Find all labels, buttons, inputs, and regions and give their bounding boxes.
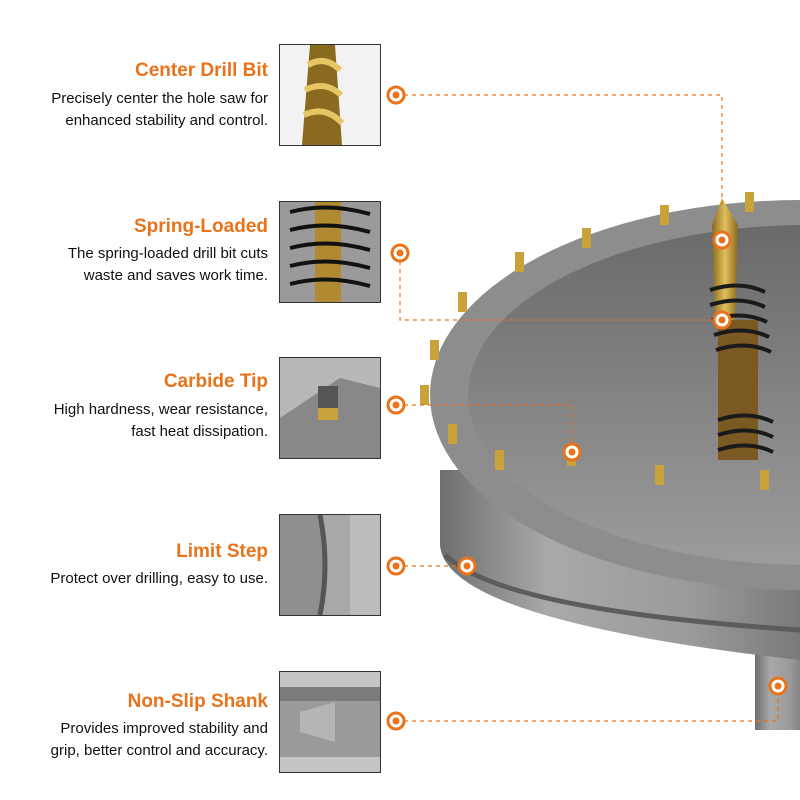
feature-desc-line: The spring-loaded drill bit cuts: [67, 245, 268, 262]
drill-shaft: [718, 320, 758, 460]
feature-title: Limit Step: [176, 541, 268, 562]
feature-desc-line: fast heat dissipation.: [131, 423, 268, 440]
feature-description: Precisely center the hole saw for enhanc…: [51, 88, 268, 132]
feature-desc-line: High hardness, wear resistance,: [53, 401, 268, 418]
feature-description: High hardness, wear resistance, fast hea…: [54, 399, 268, 443]
spring-icon: [279, 201, 381, 303]
feature-desc-line: enhanced stability and control.: [65, 112, 268, 129]
feature-title: Spring-Loaded: [133, 216, 268, 237]
feature-title: Non-Slip Shank: [127, 691, 268, 712]
drill-bit-icon: [279, 44, 381, 146]
feature-title: Center Drill Bit: [134, 60, 268, 81]
feature-desc-line: Protect over drilling, easy to use.: [50, 570, 268, 587]
feature-description: Provides improved stability and grip, be…: [51, 718, 268, 762]
limit-step-icon: [279, 514, 381, 616]
feature-title: Carbide Tip: [163, 371, 268, 392]
feature-description: The spring-loaded drill bit cuts waste a…: [68, 243, 268, 287]
shank-icon: [279, 671, 381, 773]
feature-desc-line: Precisely center the hole saw for: [51, 90, 268, 107]
feature-desc-line: waste and saves work time.: [83, 267, 268, 284]
feature-description: Protect over drilling, easy to use.: [50, 568, 268, 590]
feature-desc-line: Provides improved stability and: [60, 720, 268, 737]
feature-desc-line: grip, better control and accuracy.: [50, 742, 268, 759]
carbide-tip-icon: [279, 357, 381, 459]
